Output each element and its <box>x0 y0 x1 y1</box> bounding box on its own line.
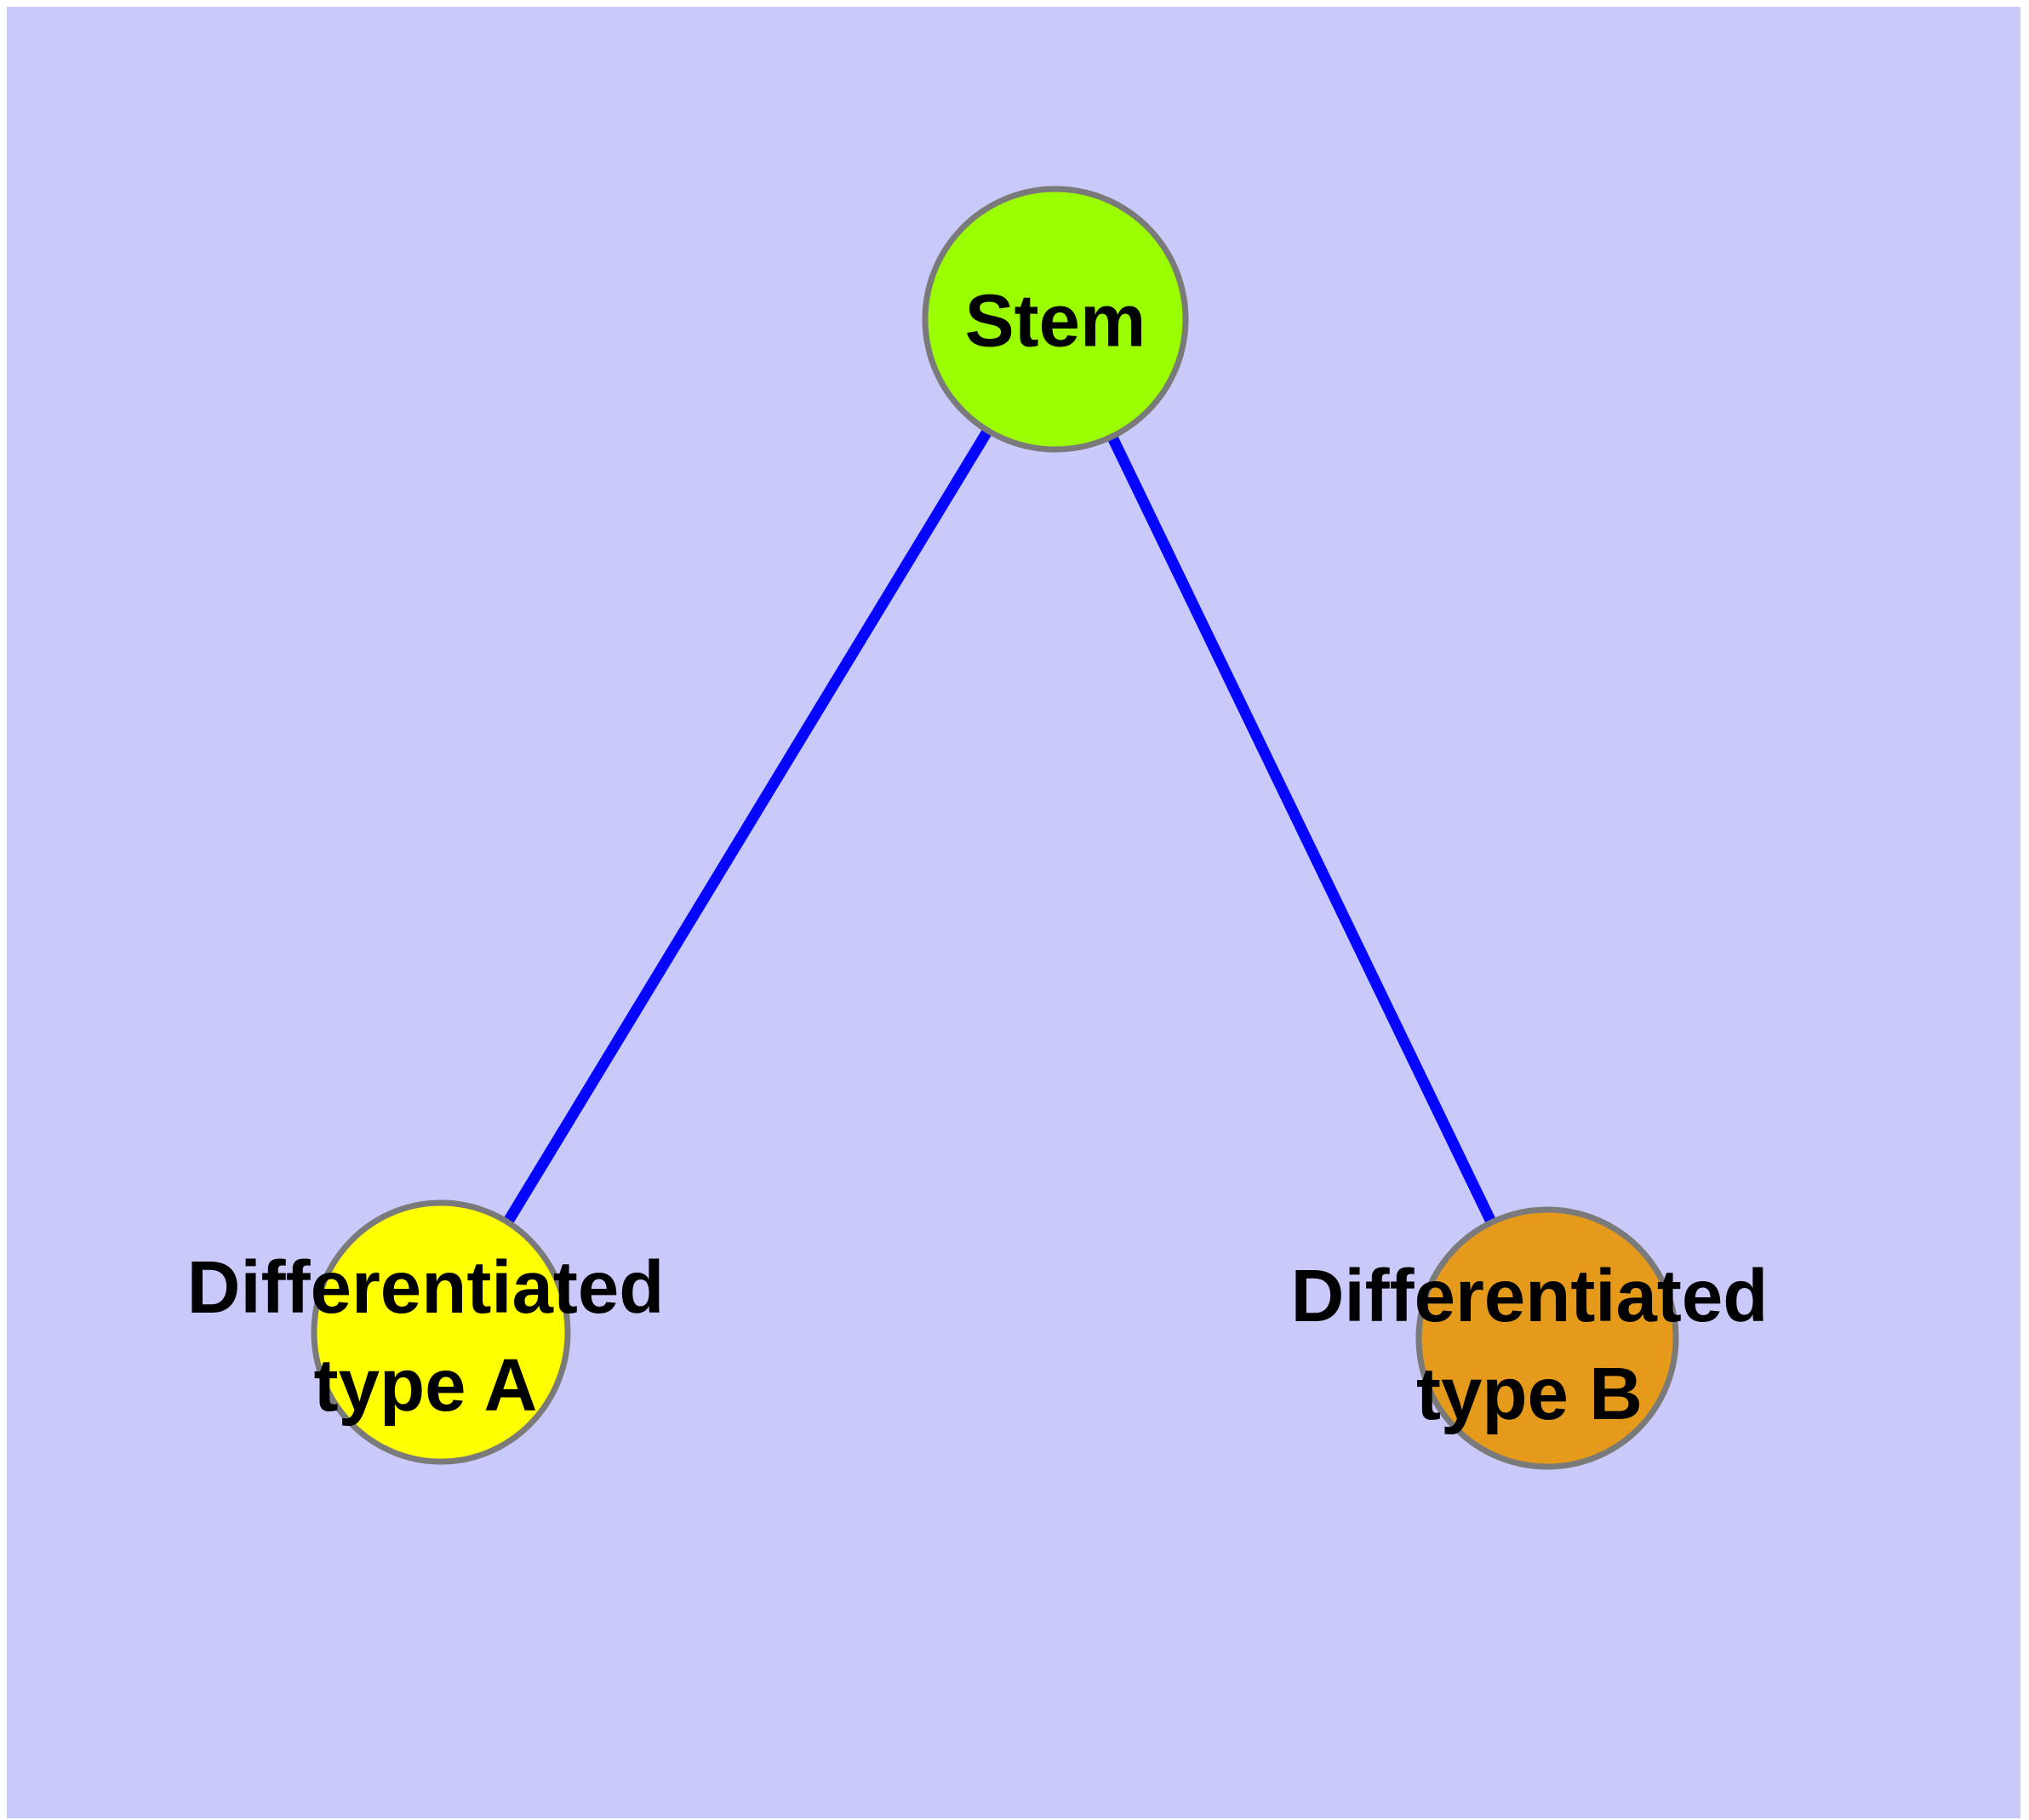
node-label-differentiated-type-a: Differentiated type A <box>186 1246 665 1427</box>
edge-stem-to-type-a <box>436 316 1060 1336</box>
edge-stem-to-type-b <box>1050 317 1552 1341</box>
node-label-stem: Stem <box>964 279 1146 363</box>
node-differentiated-type-a <box>311 1199 571 1465</box>
node-stem <box>922 186 1189 453</box>
node-differentiated-type-b <box>1415 1206 1679 1470</box>
node-label-differentiated-type-b: Differentiated type B <box>1290 1255 1769 1435</box>
